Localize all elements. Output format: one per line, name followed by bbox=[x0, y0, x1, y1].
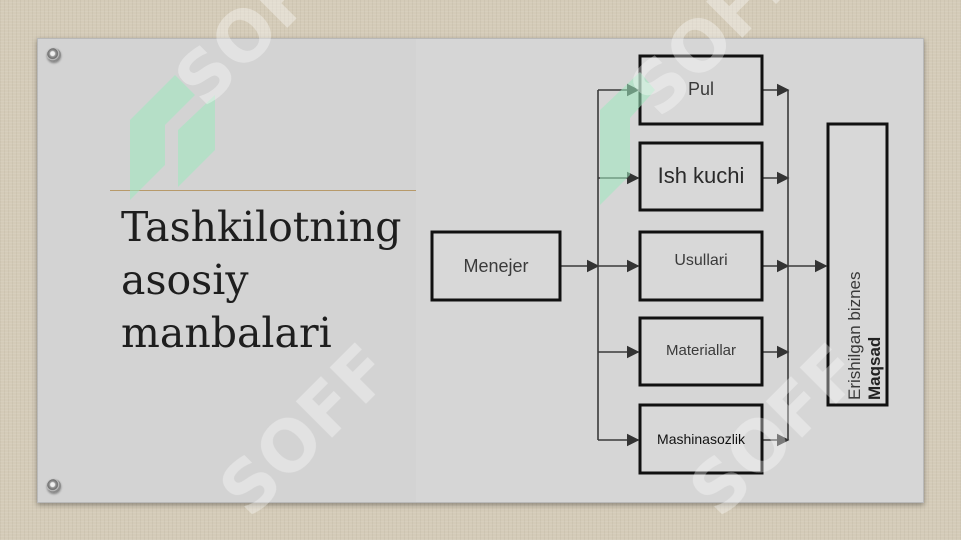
goal-line-2: Maqsad bbox=[865, 336, 884, 400]
box-mashinasozlik bbox=[638, 403, 764, 475]
left-panel bbox=[38, 39, 416, 502]
box-materiallar bbox=[638, 316, 764, 387]
label-mashinasozlik: Mashinasozlik bbox=[657, 431, 745, 447]
box-ish-kuchi bbox=[638, 141, 764, 212]
goal-line-1: Erishilgan biznes bbox=[845, 271, 864, 400]
box-goal bbox=[826, 122, 889, 407]
rivet-top-left-icon bbox=[47, 48, 61, 62]
label-pul: Pul bbox=[687, 79, 714, 99]
slide-title: Tashkilotning asosiy manbalari bbox=[121, 201, 421, 360]
box-usullari bbox=[638, 230, 764, 302]
label-manager: Menejer bbox=[463, 256, 529, 276]
title-line-2: asosiy bbox=[121, 256, 249, 304]
label-materiallar: Materiallar bbox=[665, 342, 737, 359]
label-ish-kuchi: Ish kuchi bbox=[657, 163, 745, 188]
label-usullari: Usullari bbox=[674, 252, 728, 269]
box-manager bbox=[430, 230, 562, 302]
title-line-3: manbalari bbox=[121, 309, 332, 357]
rivet-bottom-left-icon bbox=[47, 479, 61, 493]
title-line-1: Tashkilotning bbox=[121, 203, 402, 251]
title-divider bbox=[110, 190, 416, 191]
